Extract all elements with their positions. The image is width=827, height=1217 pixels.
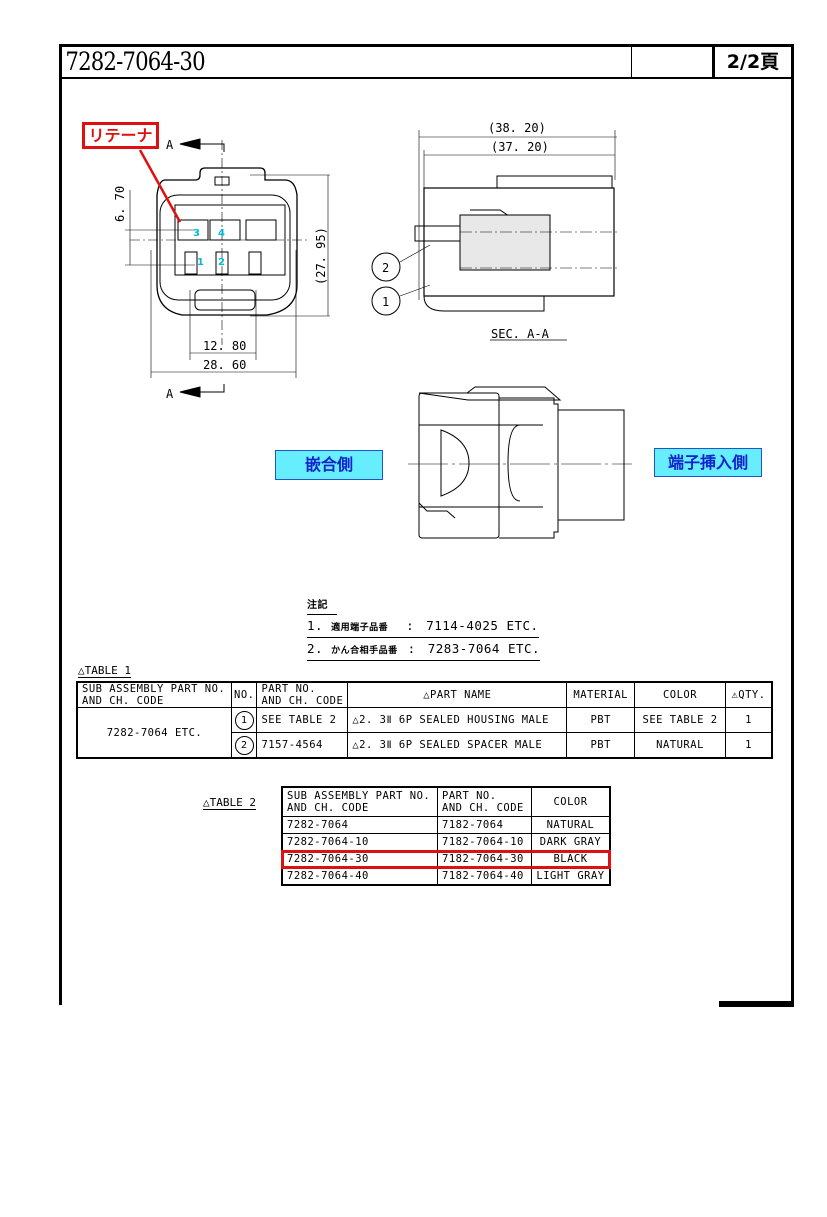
note-sep: : bbox=[407, 641, 416, 656]
side-view bbox=[408, 386, 632, 539]
dim-27-95: (27. 95) bbox=[314, 227, 328, 285]
balloon-2: 2 bbox=[382, 261, 389, 275]
cell-part-no: SEE TABLE 2 bbox=[256, 707, 349, 733]
cell-sub-assembly: 7282-7064 ETC. bbox=[76, 707, 232, 759]
cavity-label: 1 bbox=[197, 257, 204, 268]
revision-triangle-icon: △ bbox=[352, 714, 360, 726]
cell-qty: 1 bbox=[725, 707, 773, 733]
title-blank-cell bbox=[631, 47, 712, 77]
cell-part-name: △2. 3Ⅱ 6P SEALED SPACER MALE bbox=[347, 732, 568, 759]
cell-sub-assembly: 7282-7064-30 bbox=[281, 850, 438, 868]
section-mark-top: A bbox=[166, 138, 174, 152]
note-item-2: 2. かん合相手品番 : 7283-7064 ETC. bbox=[307, 640, 541, 661]
cell-color: LIGHT GRAY bbox=[531, 867, 611, 886]
cell-qty: 1 bbox=[725, 732, 773, 759]
note-label: 適用端子品番 bbox=[331, 623, 389, 633]
cell-sub-assembly: 7282-7064-10 bbox=[281, 833, 438, 851]
note-item-1: 1. 適用端子品番 : 7114-4025 ETC. bbox=[307, 617, 539, 638]
cell-color: DARK GRAY bbox=[531, 833, 611, 851]
table-row: 7282-7064 ETC. 1 SEE TABLE 2 △2. 3Ⅱ 6P S… bbox=[76, 707, 773, 759]
section-caption: SEC. A-A bbox=[491, 327, 550, 341]
col-sub-assembly: SUB ASSEMBLY PART NO.AND CH. CODE bbox=[76, 681, 232, 708]
retainer-callout: リテーナ bbox=[82, 122, 159, 149]
dim-38-20: (38. 20) bbox=[488, 121, 546, 135]
cavity-label: 2 bbox=[218, 257, 225, 268]
cavity-label: 3 bbox=[193, 228, 200, 239]
table-header-row: SUB ASSEMBLY PART NO.AND CH. CODE NO. PA… bbox=[76, 681, 773, 708]
cell-color: NATURAL bbox=[531, 816, 611, 834]
table1-title: △TABLE 1 bbox=[78, 664, 131, 678]
warning-triangle-icon: ⚠ bbox=[731, 689, 739, 701]
cell-material: PBT bbox=[566, 707, 636, 733]
col-qty: ⚠QTY. bbox=[725, 681, 773, 708]
revision-triangle-icon: △ bbox=[203, 796, 210, 809]
frame-end-bar bbox=[719, 1001, 794, 1007]
cell-part-no: 7182-7064-30 bbox=[437, 850, 532, 868]
table-header-row: SUB ASSEMBLY PART NO.AND CH. CODE PART N… bbox=[281, 786, 611, 817]
cell-part-no: 7157-4564 bbox=[256, 732, 349, 759]
cell-sub-assembly: 7282-7064 bbox=[281, 816, 438, 834]
revision-triangle-icon: △ bbox=[352, 739, 360, 751]
front-view bbox=[125, 138, 330, 398]
mating-side-label: 嵌合側 bbox=[275, 450, 383, 480]
cell-no: 2 bbox=[230, 732, 258, 759]
cavity-label: 4 bbox=[218, 228, 225, 239]
note-no: 2. bbox=[307, 641, 324, 656]
revision-triangle-icon: △ bbox=[423, 689, 431, 701]
section-mark-bottom: A bbox=[166, 387, 174, 401]
cell-part-no: 7182-7064 bbox=[437, 816, 532, 834]
note-label: かん合相手品番 bbox=[331, 646, 398, 656]
dim-6-70: 6. 70 bbox=[113, 186, 127, 222]
col-part-no: PART NO.AND CH. CODE bbox=[256, 681, 349, 708]
cell-material: PBT bbox=[566, 732, 636, 759]
note-sep: : bbox=[406, 618, 415, 633]
table-2: SUB ASSEMBLY PART NO.AND CH. CODE PART N… bbox=[281, 786, 611, 886]
cell-color: NATURAL bbox=[634, 732, 727, 759]
table-1: SUB ASSEMBLY PART NO.AND CH. CODE NO. PA… bbox=[76, 681, 773, 759]
note-no: 1. bbox=[307, 618, 324, 633]
col-color: COLOR bbox=[531, 786, 611, 817]
col-sub-assembly: SUB ASSEMBLY PART NO.AND CH. CODE bbox=[281, 786, 438, 817]
revision-triangle-icon: △ bbox=[78, 664, 85, 677]
col-part-no: PART NO.AND CH. CODE bbox=[437, 786, 532, 817]
balloon-1: 1 bbox=[382, 295, 389, 309]
cell-no: 1 bbox=[230, 707, 258, 733]
cell-part-no: 7182-7064-40 bbox=[437, 867, 532, 886]
cell-color: BLACK bbox=[531, 850, 611, 868]
dim-37-20: (37. 20) bbox=[491, 140, 549, 154]
title-block: 7282-7064-30 2/2頁 bbox=[59, 44, 794, 79]
note-value: 7114-4025 ETC. bbox=[426, 618, 539, 633]
col-material: MATERIAL bbox=[566, 681, 636, 708]
cell-part-no: 7182-7064-10 bbox=[437, 833, 532, 851]
table1-title-text: TABLE 1 bbox=[84, 664, 131, 677]
table2-title-text: TABLE 2 bbox=[209, 796, 256, 809]
col-color: COLOR bbox=[634, 681, 727, 708]
dim-12-80: 12. 80 bbox=[203, 339, 246, 353]
drawing-number: 7282-7064-30 bbox=[65, 47, 205, 76]
page-number: 2/2頁 bbox=[712, 47, 791, 77]
cell-color: SEE TABLE 2 bbox=[634, 707, 727, 733]
col-no: NO. bbox=[230, 681, 258, 708]
table-row: 2 7157-4564 △2. 3Ⅱ 6P SEALED SPACER MALE… bbox=[77, 732, 773, 759]
note-value: 7283-7064 ETC. bbox=[427, 641, 541, 656]
terminal-insertion-side-label: 端子挿入側 bbox=[654, 448, 762, 477]
dim-28-60: 28. 60 bbox=[203, 358, 246, 372]
section-view bbox=[371, 130, 620, 341]
table2-title: △TABLE 2 bbox=[203, 796, 256, 810]
col-part-name: △PART NAME bbox=[347, 681, 568, 708]
cell-sub-assembly: 7282-7064-40 bbox=[281, 867, 438, 886]
cell-part-name: △2. 3Ⅱ 6P SEALED HOUSING MALE bbox=[347, 707, 568, 733]
notes-title: 注記 bbox=[307, 597, 337, 615]
